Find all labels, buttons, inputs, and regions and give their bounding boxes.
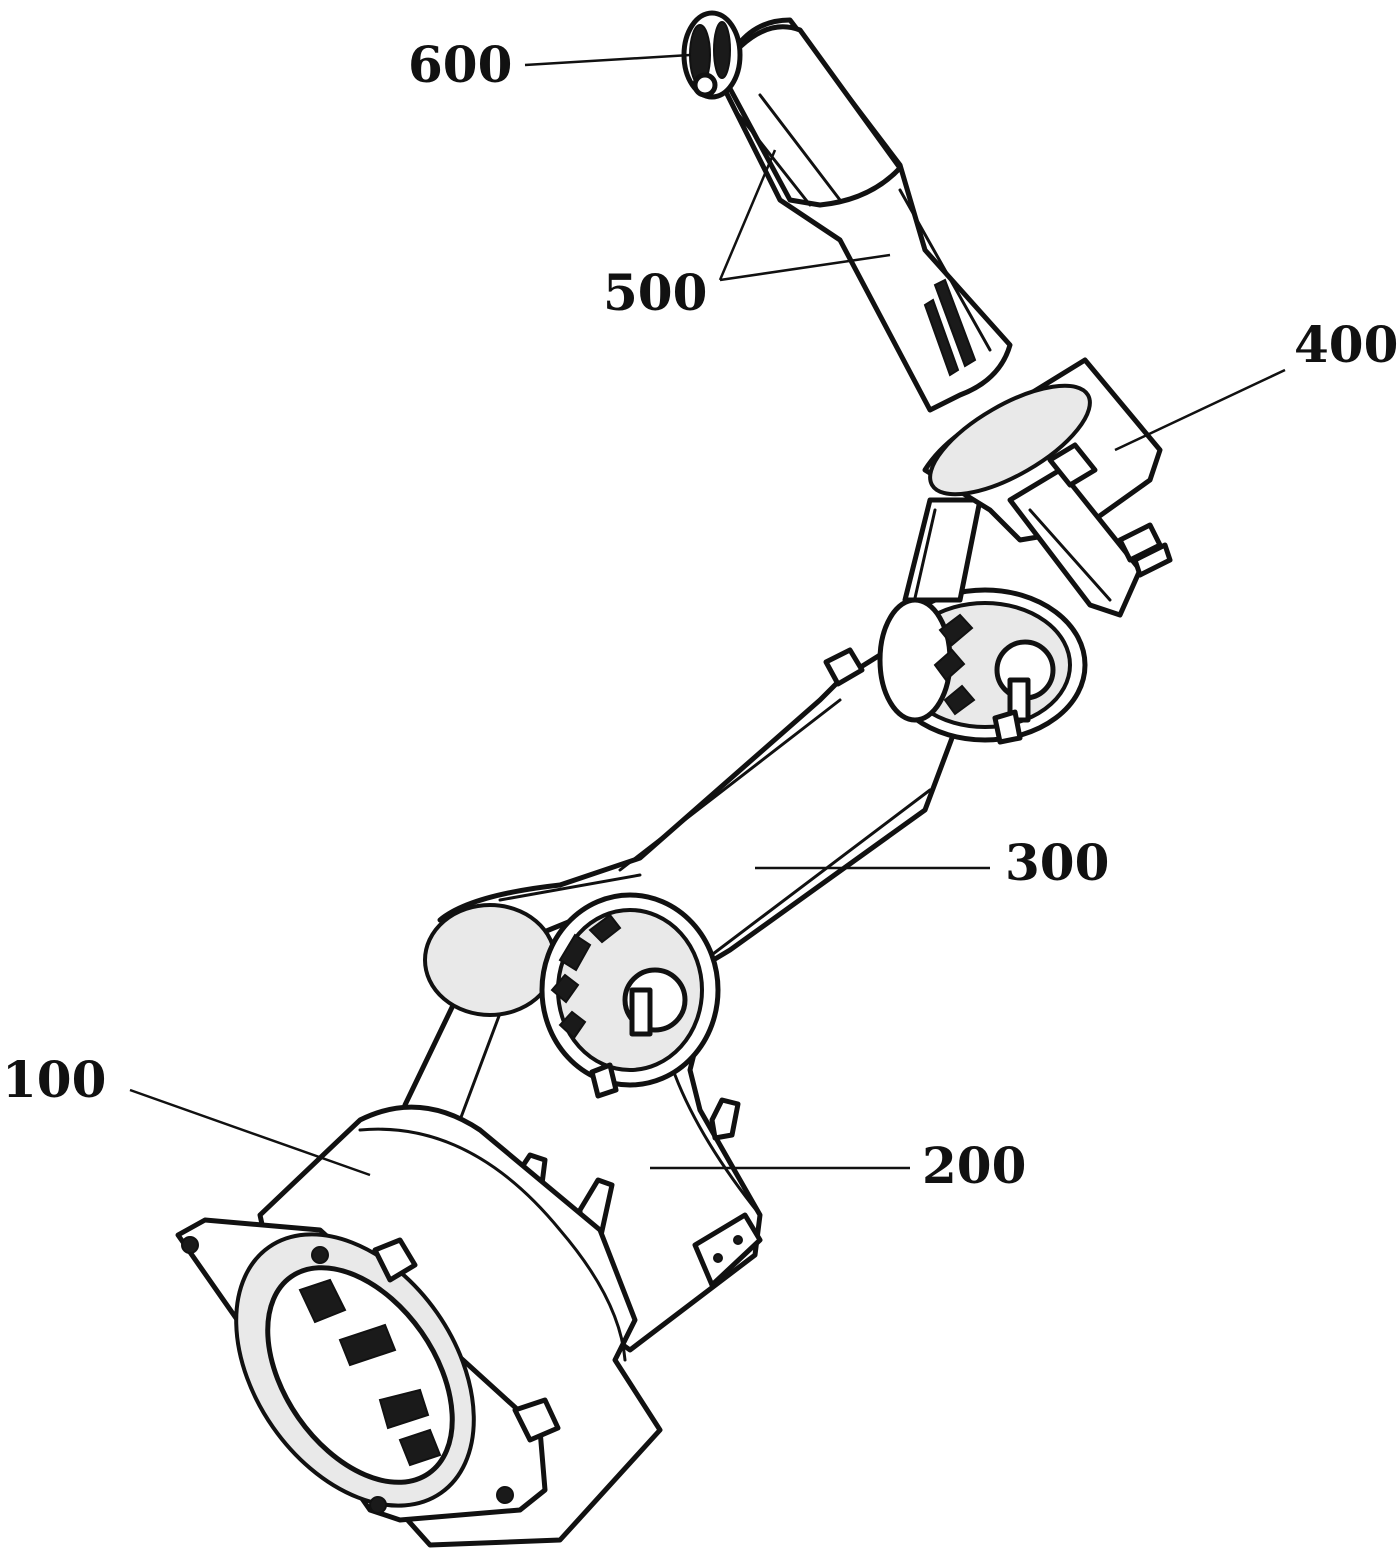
forearm-part-500: [720, 20, 1010, 410]
end-effector-part-600: [684, 13, 740, 97]
label-100: 100: [2, 1050, 106, 1109]
label-600: 600: [408, 35, 512, 94]
label-500: 500: [603, 263, 707, 322]
label-200: 200: [922, 1136, 1026, 1195]
label-400: 400: [1294, 315, 1398, 374]
label-300: 300: [1005, 833, 1109, 892]
